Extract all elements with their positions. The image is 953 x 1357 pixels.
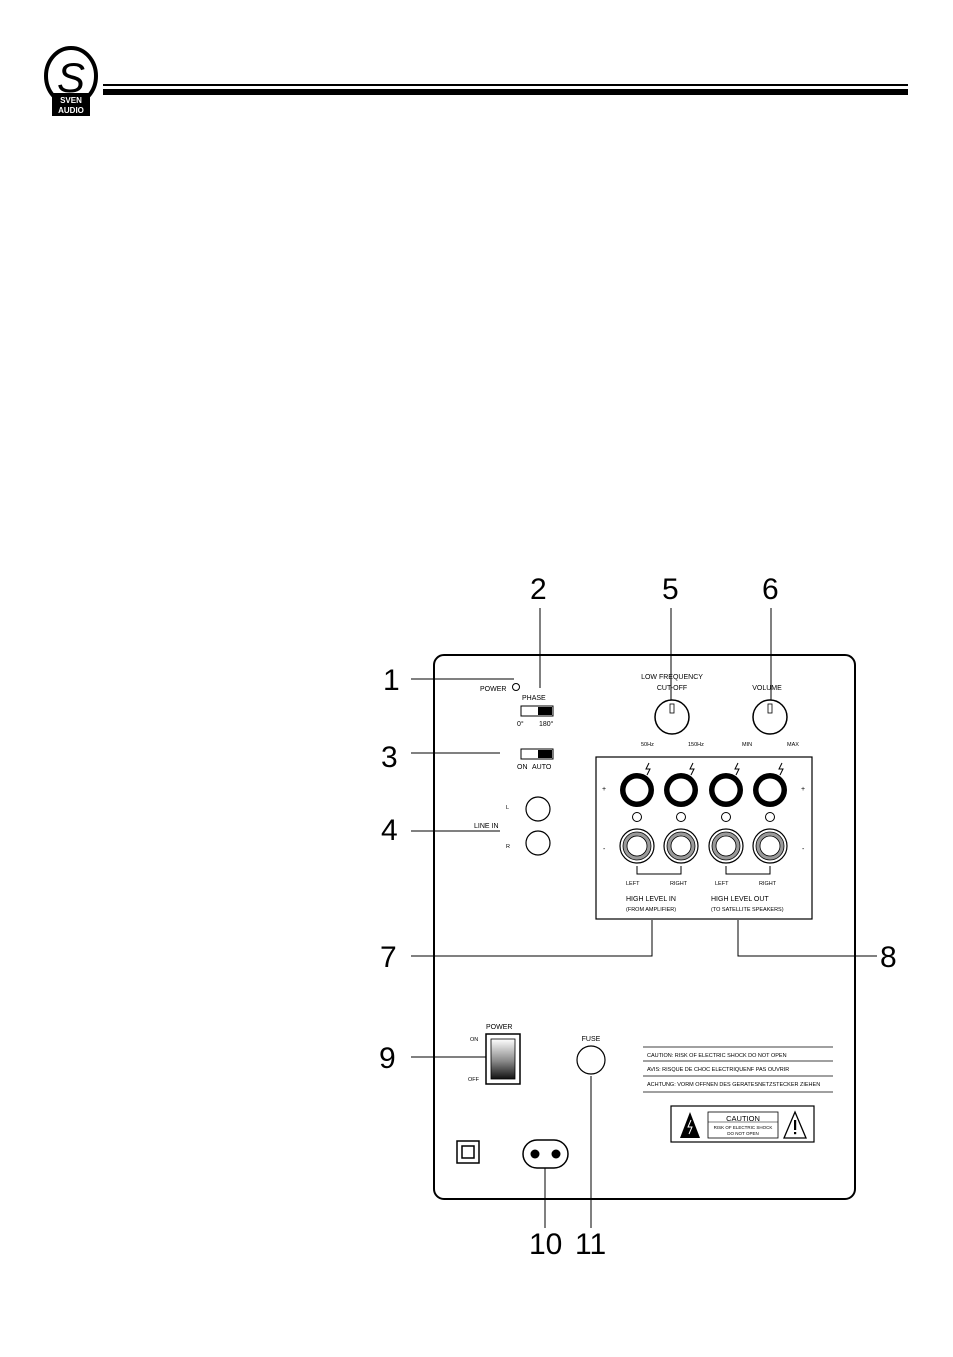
volume-max-label: MAX xyxy=(787,742,799,748)
terminal-brackets xyxy=(636,866,771,875)
mode-auto-label: AUTO xyxy=(532,764,552,771)
high-out-left-terminal-hole xyxy=(721,812,731,822)
line-in-left-jack[interactable] xyxy=(525,796,551,822)
header-rule xyxy=(103,84,908,95)
high-in-left-label: LEFT xyxy=(626,881,640,887)
line-in-l-label: L xyxy=(506,805,509,811)
caution-line-2: AVIS: RISQUE DE CHOC ELECTRIQUENF PAS OU… xyxy=(647,1067,789,1073)
fuse-label: FUSE xyxy=(582,1036,601,1043)
callout-2: 2 xyxy=(530,573,547,606)
sven-audio-logo: S SVEN AUDIO xyxy=(44,46,98,116)
double-square-icon xyxy=(456,1140,480,1164)
lightning-bolt-icon xyxy=(680,1112,700,1138)
lowfreq-min-label: 50Hz xyxy=(641,742,654,748)
minus-right-label: - xyxy=(802,846,805,853)
plus-left-label: + xyxy=(602,786,606,793)
high-out-right-terminal-hole xyxy=(765,812,775,822)
callout-1: 1 xyxy=(383,664,400,697)
caution-label: CAUTION RISK OF ELECTRIC SHOCK DO NOT OP… xyxy=(670,1105,815,1143)
phase-switch[interactable]: PHASE 0° 180° xyxy=(517,695,554,728)
high-out-left-positive-terminal[interactable] xyxy=(709,773,743,807)
volume-label: VOLUME xyxy=(752,685,782,692)
plus-right-label: + xyxy=(801,786,805,793)
power-inlet[interactable] xyxy=(522,1139,569,1169)
volume-knob[interactable] xyxy=(752,699,788,735)
callout-3: 3 xyxy=(381,741,398,774)
high-in-right-negative-terminal[interactable] xyxy=(663,828,699,864)
caution-box-title: CAUTION xyxy=(726,1114,760,1123)
exclamation-triangle-icon xyxy=(783,1110,807,1139)
high-in-right-label: RIGHT xyxy=(670,881,688,887)
power-on-label: ON xyxy=(470,1037,478,1043)
callout-8: 8 xyxy=(880,941,897,974)
line-in-label: LINE IN xyxy=(474,823,499,830)
high-level-out-sub-label: (TO SATELLITE SPEAKERS) xyxy=(711,907,784,913)
high-in-left-terminal-hole xyxy=(632,812,642,822)
lightning-bolt-icon xyxy=(645,762,651,776)
high-in-right-positive-terminal[interactable] xyxy=(664,773,698,807)
high-in-right-terminal-hole xyxy=(676,812,686,822)
line-in-right-jack[interactable] xyxy=(525,830,551,856)
lowfreq-label-2: CUT-OFF xyxy=(657,685,687,692)
lowfreq-max-label: 150Hz xyxy=(688,742,704,748)
lowfreq-label-1: LOW FREQUENCY xyxy=(641,674,703,681)
volume-control: VOLUME MIN MAX xyxy=(742,685,799,748)
callout-11: 11 xyxy=(575,1228,606,1261)
lowfreq-knob[interactable] xyxy=(654,699,690,735)
phase-label: PHASE xyxy=(522,695,546,702)
fuse-holder[interactable]: FUSE xyxy=(576,1036,606,1075)
line-in-r-label: R xyxy=(506,844,510,850)
high-out-right-negative-terminal[interactable] xyxy=(752,828,788,864)
power-off-label: OFF xyxy=(468,1077,480,1083)
mode-on-label: ON xyxy=(517,764,528,771)
warning-lines: CAUTION: RISK OF ELECTRIC SHOCK DO NOT O… xyxy=(643,1046,833,1093)
power-switch-label: POWER xyxy=(486,1024,512,1031)
standby-mode-switch[interactable]: ON AUTO xyxy=(517,748,554,771)
caution-line-1: CAUTION: RISK OF ELECTRIC SHOCK DO NOT O… xyxy=(647,1053,787,1059)
leader-lines xyxy=(411,608,877,1228)
callout-6: 6 xyxy=(762,573,779,606)
low-frequency-control: LOW FREQUENCY CUT-OFF 50Hz 150Hz xyxy=(641,674,704,748)
caution-box-line-2: DO NOT OPEN xyxy=(727,1131,758,1136)
power-led-label: POWER xyxy=(480,686,506,693)
callout-5: 5 xyxy=(662,573,679,606)
lightning-bolt-icon xyxy=(778,762,784,776)
speaker-terminals xyxy=(619,762,788,864)
caution-line-3: ACHTUNG: VORM OFFNEN DES GERATESNETZSTEC… xyxy=(647,1082,820,1088)
high-out-left-negative-terminal[interactable] xyxy=(708,828,744,864)
high-level-in-sub-label: (FROM AMPLIFIER) xyxy=(626,907,676,913)
phase-0-label: 0° xyxy=(517,720,524,728)
high-out-left-label: LEFT xyxy=(715,881,729,887)
lightning-bolt-icon xyxy=(689,762,695,776)
power-switch[interactable]: POWER ON OFF xyxy=(468,1024,521,1085)
high-level-in-label: HIGH LEVEL IN xyxy=(626,896,676,903)
callout-9: 9 xyxy=(379,1042,396,1075)
high-in-left-positive-terminal[interactable] xyxy=(620,773,654,807)
high-in-left-negative-terminal[interactable] xyxy=(619,828,655,864)
line-in-jacks: L LINE IN R xyxy=(474,796,551,856)
phase-180-label: 180° xyxy=(539,720,554,728)
lightning-bolt-icon xyxy=(734,762,740,776)
high-level-out-label: HIGH LEVEL OUT xyxy=(711,896,769,903)
high-out-right-label: RIGHT xyxy=(759,881,777,887)
volume-min-label: MIN xyxy=(742,742,752,748)
caution-box-line-1: RISK OF ELECTRIC SHOCK xyxy=(714,1125,773,1130)
callout-10: 10 xyxy=(529,1228,562,1261)
minus-left-label: - xyxy=(603,846,606,853)
high-out-right-positive-terminal[interactable] xyxy=(753,773,787,807)
callout-4: 4 xyxy=(381,814,398,847)
logo-text-audio: AUDIO xyxy=(58,106,84,115)
callout-7: 7 xyxy=(380,941,397,974)
logo-text-sven: SVEN xyxy=(60,96,82,105)
power-led: POWER xyxy=(480,683,520,693)
